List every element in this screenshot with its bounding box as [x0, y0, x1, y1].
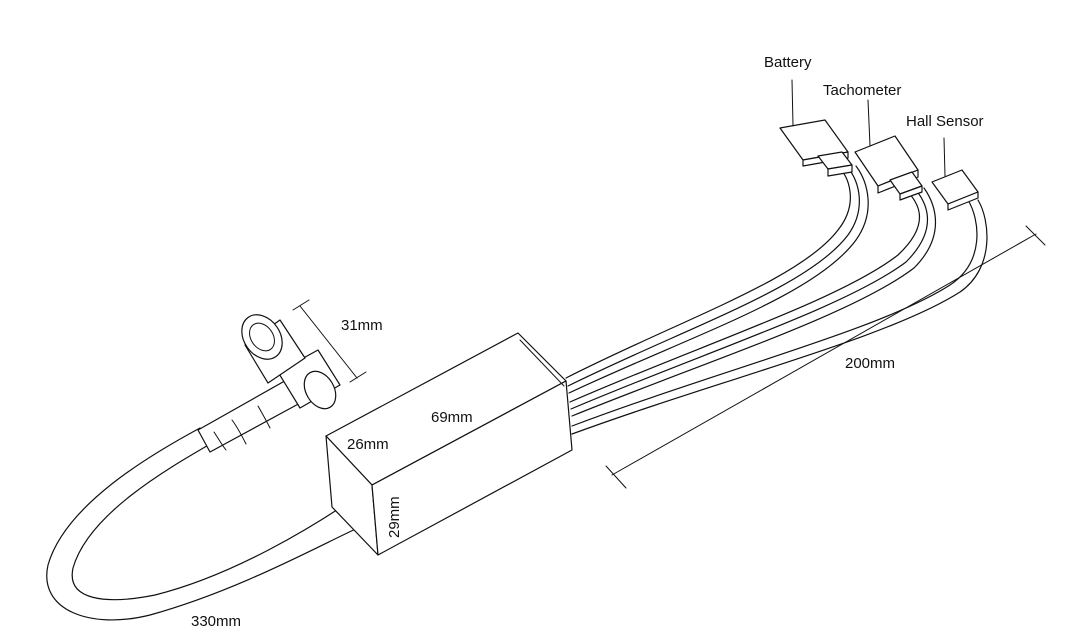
hall-sensor-label: Hall Sensor — [906, 113, 984, 130]
tachometer-connector — [854, 99, 923, 201]
box-width-label: 26mm — [347, 436, 389, 453]
box-height-label: 29mm — [386, 496, 403, 538]
box-length-label: 69mm — [431, 409, 473, 426]
battery-connector — [779, 79, 853, 177]
controller-box — [325, 332, 573, 556]
power-cable — [46, 427, 368, 621]
plug-dimension-line — [292, 299, 367, 383]
power-plug — [197, 314, 341, 453]
signal-wires — [565, 165, 988, 435]
wire-length-label: 200mm — [845, 355, 895, 372]
cable-length-label: 330mm — [191, 613, 241, 630]
wire-dimension-line — [605, 225, 1046, 489]
tachometer-label: Tachometer — [823, 82, 901, 99]
battery-label: Battery — [764, 54, 812, 71]
plug-width-label: 31mm — [341, 317, 383, 334]
hall-sensor-connector — [931, 137, 979, 211]
